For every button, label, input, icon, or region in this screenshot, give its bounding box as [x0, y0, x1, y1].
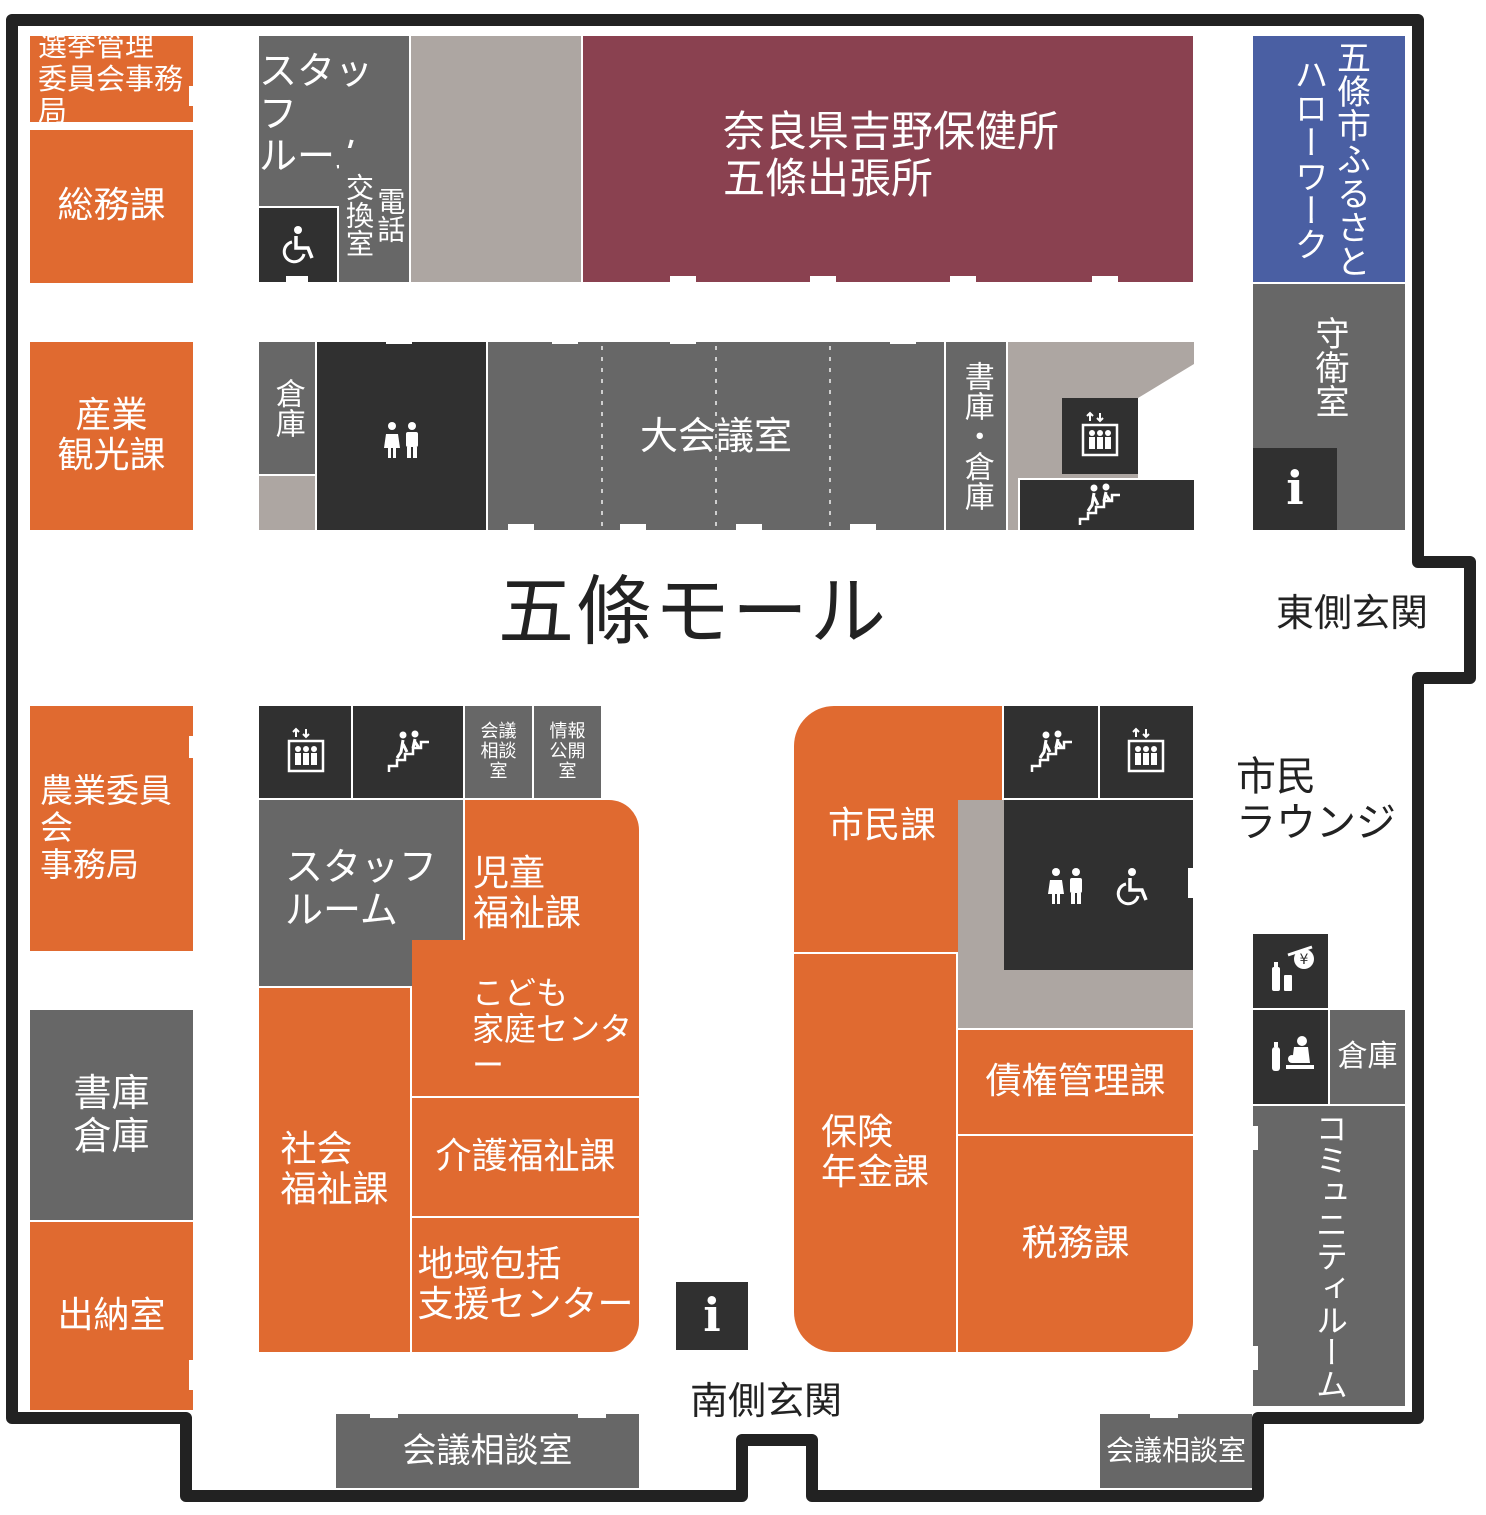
door: [508, 524, 534, 532]
shuei-label: 守衛室: [1309, 316, 1350, 418]
wheelchair-icon: [276, 222, 320, 266]
east-entrance-label: 東側玄関: [1276, 591, 1429, 635]
souko-a-label: 倉庫: [269, 378, 305, 438]
restroom-icon: [380, 418, 424, 462]
room-sangyo[interactable]: 産業 観光課: [30, 342, 193, 530]
door: [670, 338, 696, 344]
community-label: コミュニティルーム: [1310, 1112, 1349, 1400]
room-kaigi-sodan-small[interactable]: 会議 相談 室: [465, 706, 532, 798]
elevator-icon: [284, 726, 328, 776]
room-kaigo[interactable]: 介護福祉課: [412, 1098, 639, 1216]
stairs-icon: [1076, 482, 1124, 528]
stairs-icon: [1028, 728, 1076, 776]
room-community[interactable]: コミュニティルーム: [1253, 1106, 1405, 1406]
vending-icon: ¥: [1264, 944, 1318, 996]
room-johokokai[interactable]: 情報 公開 室: [534, 706, 601, 798]
hellowork-label: 五條市ふるさと ハローワーク: [1288, 40, 1371, 278]
door: [850, 524, 876, 532]
room-vending[interactable]: [1253, 934, 1328, 1008]
room-toilet-southeast[interactable]: [1004, 800, 1193, 970]
stairs-southeast[interactable]: [1004, 706, 1098, 798]
corridor-north: [411, 36, 581, 282]
door: [189, 736, 197, 758]
baby-care-icon: [1264, 1030, 1318, 1082]
door: [1092, 276, 1118, 284]
room-saiken[interactable]: 債権管理課: [958, 1030, 1193, 1134]
room-nogyo[interactable]: 農業委員会 事務局: [30, 706, 193, 951]
room-hellowork[interactable]: 五條市ふるさと ハローワーク: [1253, 36, 1405, 282]
room-zeimu[interactable]: 税務課: [958, 1136, 1193, 1352]
door: [1250, 1346, 1258, 1370]
mall-label: 五條モール: [498, 567, 888, 656]
denwa-label: 電話 交換室: [342, 173, 407, 257]
door: [286, 276, 308, 284]
door: [189, 86, 197, 106]
room-kaigi-sodan-south[interactable]: 会議相談室: [336, 1414, 639, 1488]
room-suito[interactable]: 出納室: [30, 1222, 193, 1410]
stairs-southwest[interactable]: [353, 706, 463, 798]
room-souko-b[interactable]: 倉庫: [1330, 1010, 1405, 1104]
door: [1250, 1126, 1258, 1150]
restroom-icon: [1044, 864, 1088, 908]
corridor-souko-a: [259, 476, 315, 530]
room-shakai[interactable]: 社会 福祉課: [259, 988, 410, 1352]
room-souko-a[interactable]: 倉庫: [259, 342, 315, 474]
room-senkyo[interactable]: 選挙管理 委員会事務局: [30, 36, 193, 122]
door: [386, 338, 412, 344]
south-entrance-label: 南側玄関: [690, 1379, 843, 1423]
door: [736, 524, 762, 532]
room-hokenjo[interactable]: 奈良県吉野保健所 五條出張所: [583, 36, 1193, 282]
elevator-southwest[interactable]: [259, 706, 351, 798]
door: [1150, 1412, 1178, 1418]
door: [950, 276, 976, 284]
info-desk-east[interactable]: i: [1253, 448, 1337, 530]
room-kaigi-sodan-southeast[interactable]: 会議相談室: [1100, 1414, 1252, 1488]
stairs-icon: [385, 728, 433, 776]
room-somu[interactable]: 総務課: [30, 130, 193, 283]
room-toilet-north[interactable]: [317, 342, 486, 530]
door: [810, 276, 836, 284]
room-accessible-toilet-north[interactable]: [259, 208, 337, 282]
lounge-label: 市民 ラウンジ: [1236, 754, 1396, 846]
door: [670, 276, 696, 284]
room-chiiki[interactable]: 地域包括 支援センター: [412, 1218, 639, 1352]
info-desk-south[interactable]: i: [676, 1282, 748, 1350]
room-shoko-souko-mid[interactable]: 書庫・倉庫: [946, 342, 1006, 530]
room-shoko-souko[interactable]: 書庫 倉庫: [30, 1010, 193, 1220]
room-denwa[interactable]: 電話 交換室: [339, 148, 409, 282]
door: [1188, 868, 1196, 898]
elevator-southeast[interactable]: [1100, 706, 1193, 798]
door: [189, 1360, 197, 1390]
daikaigi-partitions: [601, 346, 831, 526]
room-kodomo[interactable]: こども 家庭センター: [412, 940, 639, 1096]
door: [370, 1412, 398, 1418]
svg-text:¥: ¥: [1300, 952, 1309, 968]
door: [890, 338, 916, 344]
shoko-souko-label: 書庫・倉庫: [958, 361, 994, 511]
door: [552, 338, 578, 344]
door: [578, 1412, 606, 1418]
wheelchair-icon: [1110, 864, 1154, 908]
door: [620, 524, 646, 532]
elevator-icon: [1124, 726, 1168, 776]
room-hoken-nenkin[interactable]: 保険 年金課: [794, 954, 956, 1352]
room-jido[interactable]: 児童 福祉課: [465, 800, 639, 940]
elevator-icon: [1078, 410, 1122, 460]
